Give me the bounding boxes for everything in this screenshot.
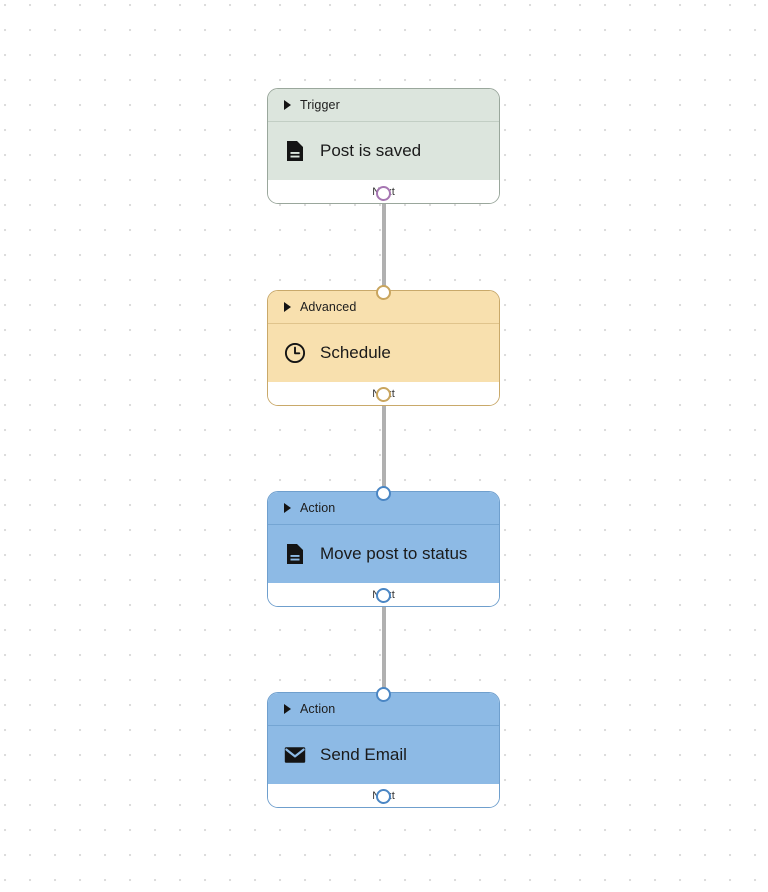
node-type-label: Action [300, 501, 336, 515]
node-header-advanced[interactable]: Advanced [268, 291, 499, 323]
edge-trigger-to-advanced [382, 192, 386, 292]
node-input-port-action-send-email[interactable] [376, 687, 391, 702]
node-divider [268, 323, 499, 324]
node-header-trigger[interactable]: Trigger [268, 89, 499, 121]
workflow-node-advanced[interactable]: Advanced Schedule Next [267, 290, 500, 406]
caret-right-icon[interactable] [284, 704, 291, 714]
caret-right-icon[interactable] [284, 100, 291, 110]
node-input-port-action-move-post[interactable] [376, 486, 391, 501]
workflow-node-trigger[interactable]: Trigger Post is saved Next [267, 88, 500, 204]
node-divider [268, 725, 499, 726]
edge-advanced-to-action-move [382, 393, 386, 493]
edge-action-move-to-action-email [382, 594, 386, 694]
node-body-action-move-post[interactable]: Move post to status [268, 525, 499, 583]
document-icon [284, 543, 306, 565]
node-divider [268, 524, 499, 525]
node-title: Schedule [320, 343, 391, 362]
node-title: Move post to status [320, 544, 468, 563]
node-type-label: Trigger [300, 98, 340, 112]
node-title: Post is saved [320, 141, 422, 160]
caret-right-icon[interactable] [284, 503, 291, 513]
node-input-port-advanced[interactable] [376, 285, 391, 300]
node-title: Send Email [320, 745, 407, 764]
document-icon [284, 140, 306, 162]
node-type-label: Advanced [300, 300, 357, 314]
node-divider [268, 121, 499, 122]
workflow-node-action-send-email[interactable]: Action Send Email Next [267, 692, 500, 808]
workflow-node-action-move-post[interactable]: Action Move post to status Next [267, 491, 500, 607]
caret-right-icon[interactable] [284, 302, 291, 312]
node-body-advanced[interactable]: Schedule [268, 324, 499, 382]
clock-icon [284, 342, 306, 364]
node-type-label: Action [300, 702, 336, 716]
node-output-port-action-move-post[interactable] [376, 588, 391, 603]
node-body-action-send-email[interactable]: Send Email [268, 726, 499, 784]
node-output-port-advanced[interactable] [376, 387, 391, 402]
node-output-port-trigger[interactable] [376, 186, 391, 201]
envelope-icon [284, 744, 306, 766]
node-body-trigger[interactable]: Post is saved [268, 122, 499, 180]
node-output-port-action-send-email[interactable] [376, 789, 391, 804]
